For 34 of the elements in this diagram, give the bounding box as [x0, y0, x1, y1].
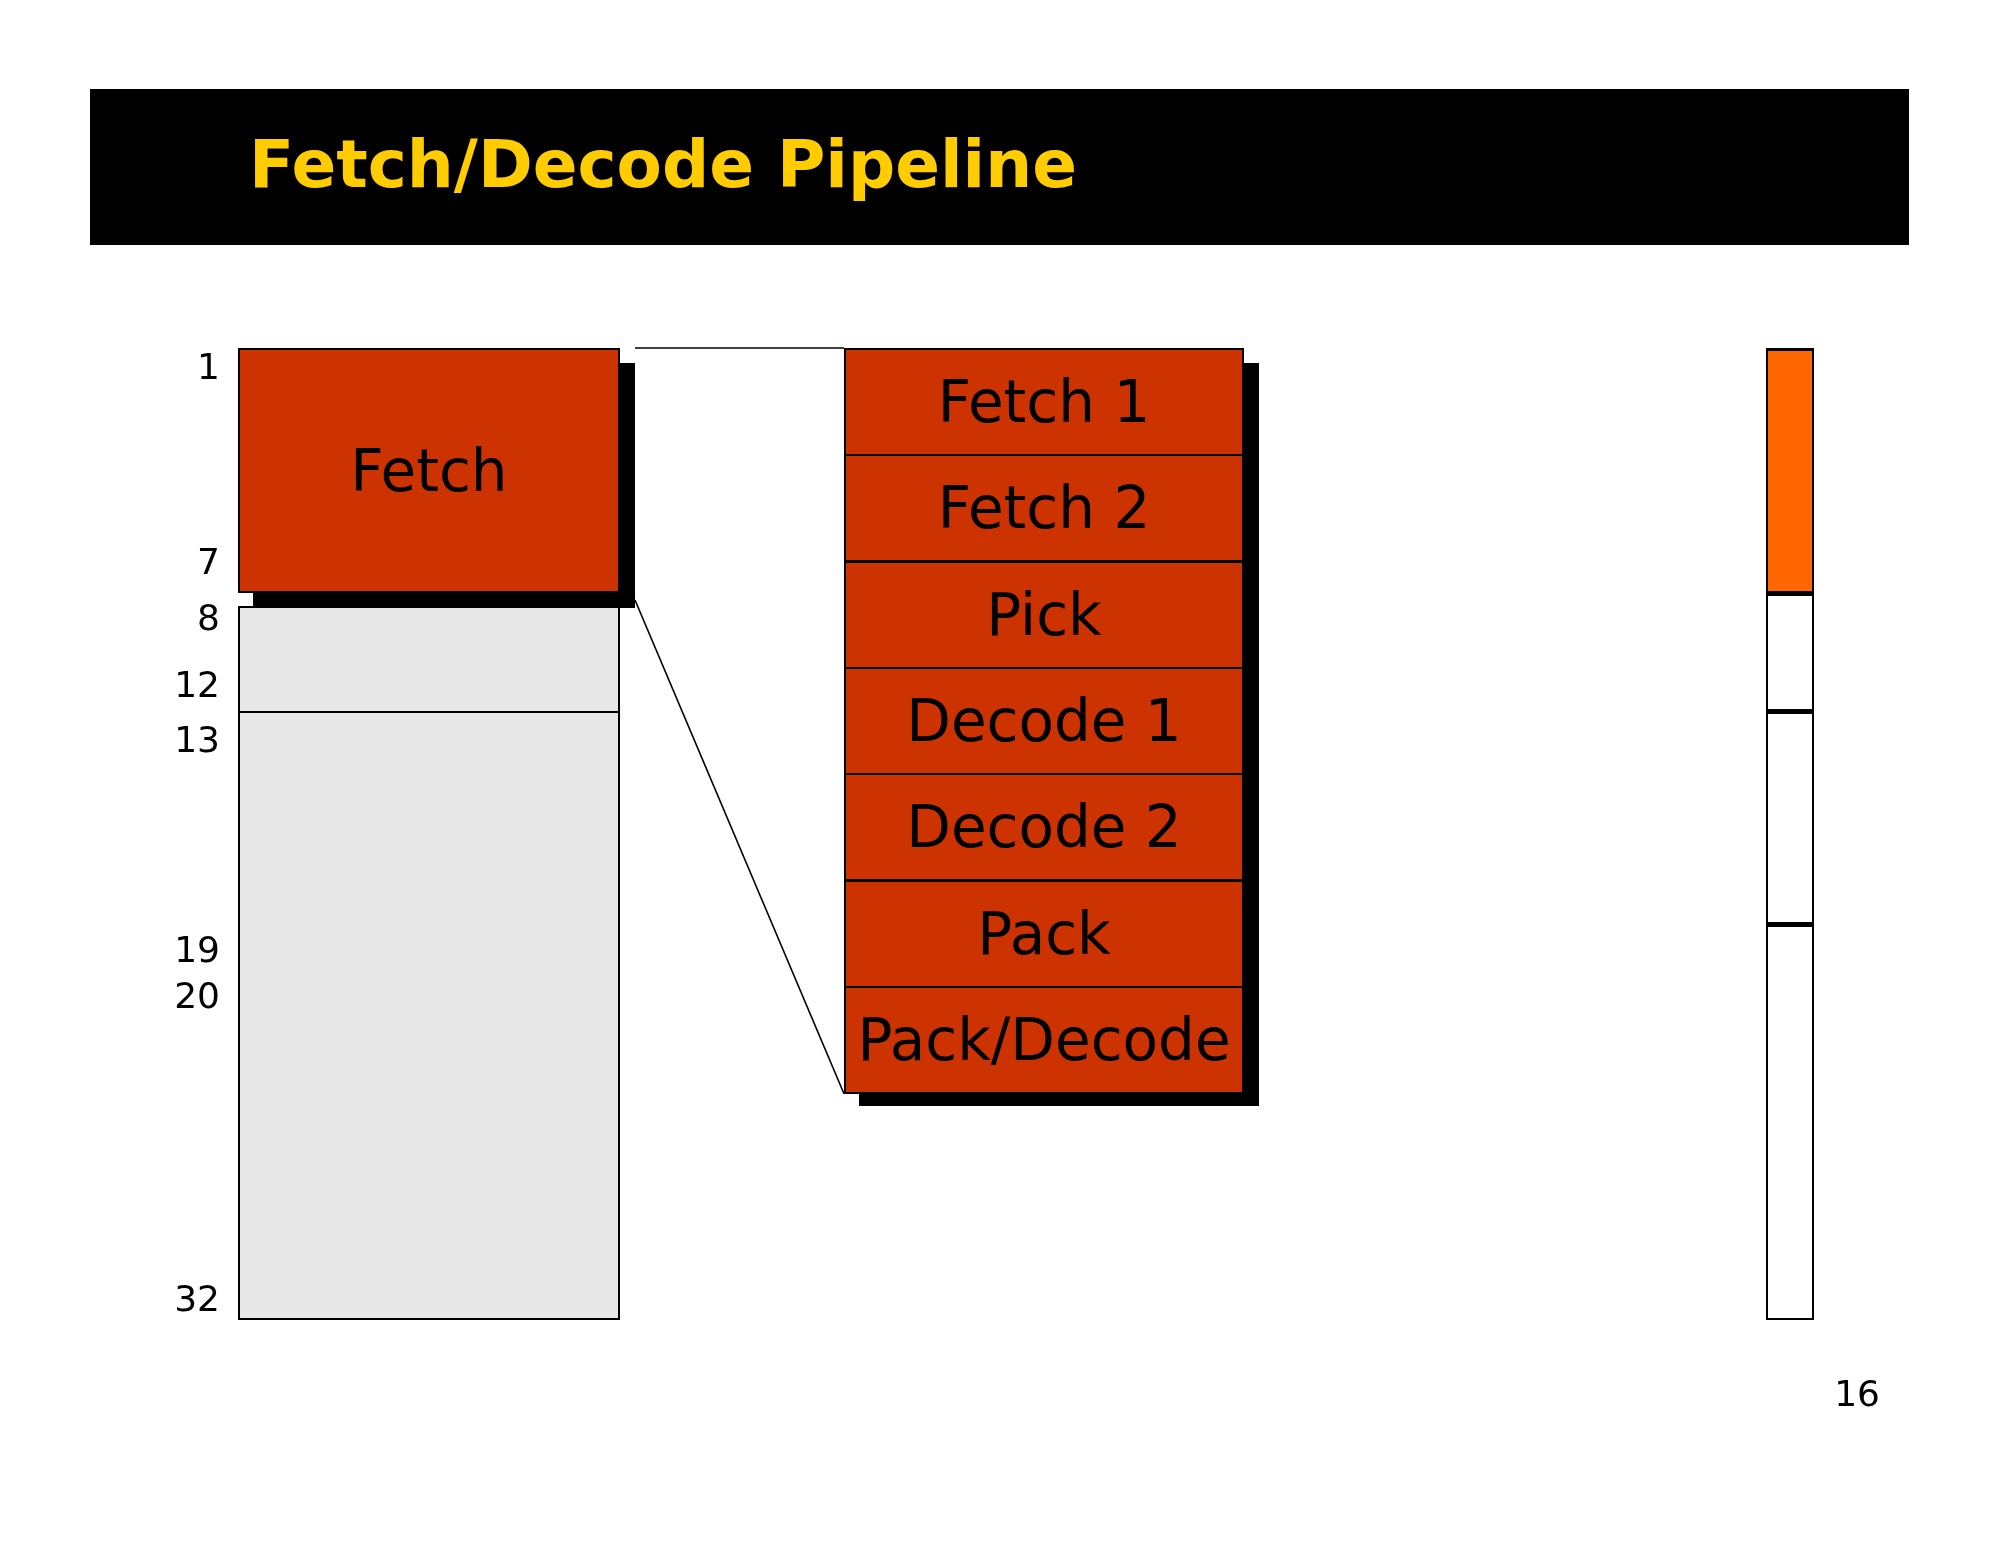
progress-bar-segment	[1766, 348, 1814, 593]
pipeline-stage-box	[844, 454, 1244, 563]
stage-label: Pick	[986, 580, 1102, 649]
stage-label: Pack/Decode	[857, 1005, 1231, 1074]
pipeline-stage-box	[844, 773, 1244, 882]
cycle-number: 32	[173, 1279, 220, 1319]
pipeline-block	[238, 606, 620, 713]
fetch-stage-box	[238, 348, 620, 593]
stage-label: Decode 1	[906, 686, 1182, 755]
cycle-number: 7	[196, 542, 220, 582]
cycle-number: 8	[196, 598, 220, 638]
pipeline-stage-box	[844, 879, 1244, 988]
progress-bar-segment	[1766, 924, 1814, 1320]
pipeline-stage-box	[844, 985, 1244, 1094]
pipeline-stage-box	[844, 348, 1244, 456]
zoom-line	[634, 599, 845, 1095]
progress-bar-segment	[1766, 593, 1814, 711]
progress-bar-segment	[1766, 711, 1814, 924]
cycle-number: 1	[196, 347, 220, 387]
zoom-line	[634, 347, 845, 349]
cycle-number: 19	[173, 930, 220, 970]
stage-label: Fetch	[350, 436, 508, 505]
cycle-number: 12	[173, 665, 220, 705]
page-number: 16	[1833, 1374, 1880, 1414]
stage-label: Pack	[977, 899, 1111, 968]
pipeline-block	[238, 711, 620, 1320]
slide-title: Fetch/Decode Pipeline	[249, 125, 1077, 205]
cycle-number: 13	[173, 720, 220, 760]
pipeline-stage-box	[844, 666, 1244, 775]
stage-label: Decode 2	[906, 793, 1182, 862]
pipeline-stage-box	[844, 560, 1244, 669]
cycle-number: 20	[173, 976, 220, 1016]
stage-label: Fetch 2	[937, 474, 1151, 543]
stage-label: Fetch 1	[937, 368, 1151, 436]
